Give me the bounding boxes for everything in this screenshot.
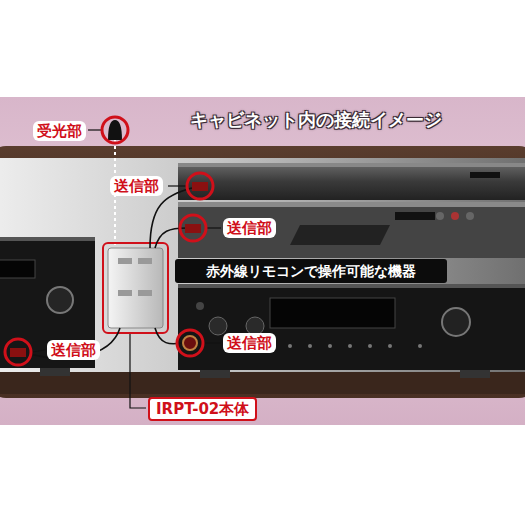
transmitter-label: 送信部 bbox=[110, 176, 163, 196]
receiver-label: 受光部 bbox=[33, 121, 86, 141]
label-text: 受光部 bbox=[37, 122, 82, 140]
label-text: 送信部 bbox=[227, 219, 272, 237]
device-band: 赤外線リモコンで操作可能な機器 bbox=[175, 259, 447, 283]
label-text: 赤外線リモコンで操作可能な機器 bbox=[175, 259, 447, 283]
transmitter-label: 送信部 bbox=[223, 218, 276, 238]
transmitter-label: 送信部 bbox=[223, 333, 276, 353]
label-text: 送信部 bbox=[227, 334, 272, 352]
transmitter-label: 送信部 bbox=[47, 340, 100, 360]
label-text: IRPT-02本体 bbox=[156, 400, 249, 418]
label-text: 送信部 bbox=[51, 341, 96, 359]
diagram-title: キャビネット内の接続イメージ bbox=[190, 108, 442, 132]
unit-label: IRPT-02本体 bbox=[148, 397, 257, 421]
label-text: 送信部 bbox=[114, 177, 159, 195]
